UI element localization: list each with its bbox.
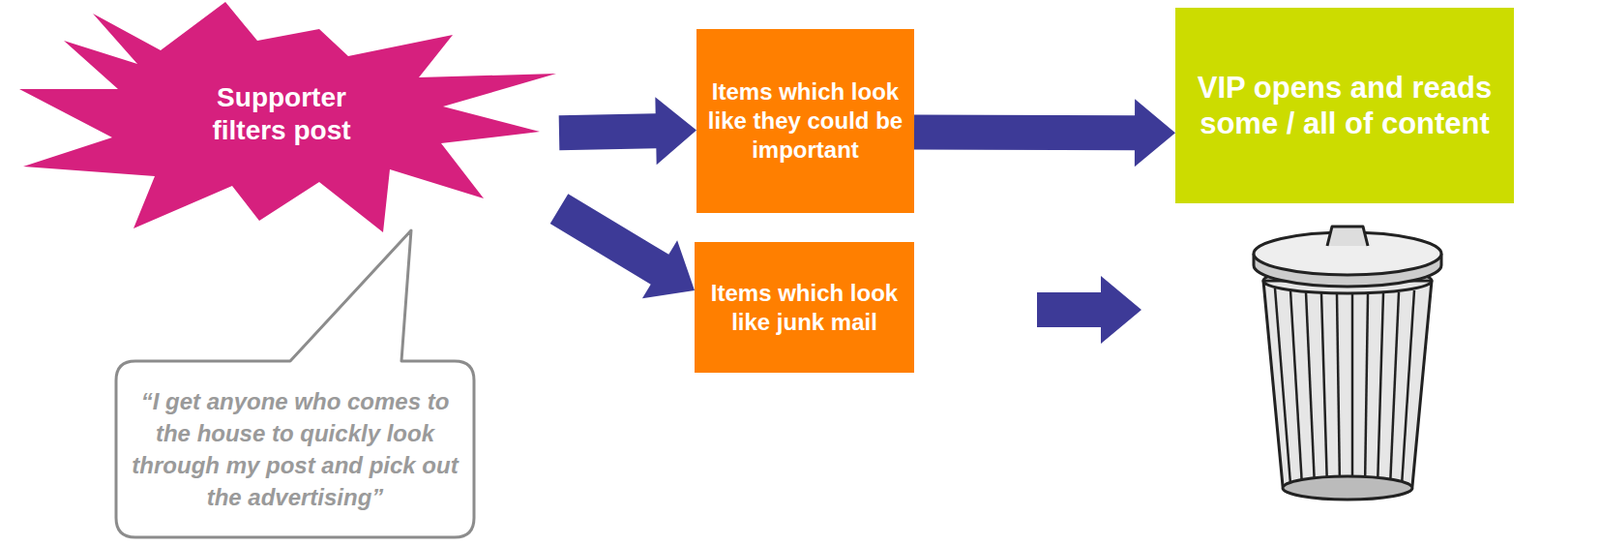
text-group: Items which look like they could be impo… — [696, 29, 915, 213]
text-group: Supporter filters post — [17, 0, 560, 238]
process-box: Items which look like they could be impo… — [696, 29, 915, 213]
text-group: VIP opens and reads some / all of conten… — [1175, 7, 1514, 204]
trash-can-rib — [1290, 290, 1303, 486]
speech-bubble-outline — [116, 360, 475, 537]
trash-can-illustration — [1253, 226, 1442, 500]
trash-can-rib — [1390, 292, 1399, 487]
node-text: “I get anyone who comes to the house to … — [130, 385, 460, 513]
block-arrow — [559, 96, 697, 165]
trash-can-rib — [1401, 290, 1415, 486]
trash-can-rib — [1274, 288, 1291, 484]
starburst-shape: Supporter filters post — [17, 0, 560, 238]
trash-can-lid — [1253, 232, 1442, 275]
text-group: Items which look like junk mail — [694, 241, 915, 373]
trash-can-rib — [1351, 294, 1355, 488]
trash-can-base — [1282, 475, 1413, 500]
node-text: Items which look like they could be impo… — [698, 77, 913, 165]
outcome-box: VIP opens and reads some / all of conten… — [1175, 7, 1514, 204]
speech-bubble: “I get anyone who comes to the house to … — [116, 360, 475, 537]
trash-can-body — [1263, 280, 1432, 486]
trash-can-ribs — [1274, 288, 1415, 488]
block-arrow — [914, 98, 1176, 167]
trash-can-handle — [1327, 226, 1368, 246]
trash-can-lid-edge — [1253, 253, 1442, 287]
block-arrow — [550, 193, 695, 298]
trash-can-rib — [1336, 294, 1340, 488]
trash-can-rim — [1263, 267, 1432, 294]
starburst-fill — [19, 1, 557, 233]
node-text: VIP opens and reads some / all of conten… — [1189, 69, 1500, 142]
node-text: Supporter filters post — [184, 81, 379, 148]
trash-can-rib — [1364, 294, 1368, 488]
trash-can-rib — [1305, 292, 1315, 487]
speech-bubble-border — [116, 230, 475, 537]
trash-can-rib — [1377, 293, 1384, 488]
text-group: “I get anyone who comes to the house to … — [116, 360, 475, 537]
node-text: Items which look like junk mail — [697, 278, 912, 337]
trash-can-rib — [1321, 293, 1328, 488]
process-box: Items which look like junk mail — [694, 241, 915, 373]
block-arrow — [1037, 275, 1142, 344]
